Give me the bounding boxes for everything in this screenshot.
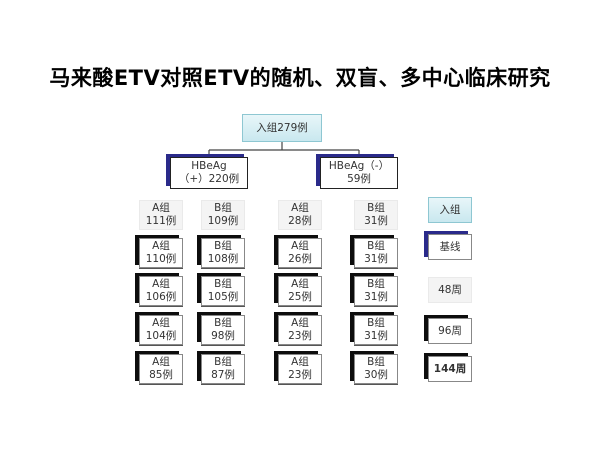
group-label: A组 (152, 317, 170, 329)
group-label: B组 (214, 202, 232, 214)
group-count: 104例 (145, 330, 177, 342)
group-count: 30例 (364, 369, 388, 381)
root-box: 入组279例 (242, 114, 322, 142)
group-count: 105例 (207, 291, 239, 303)
group-count: 106例 (145, 291, 177, 303)
page-title: 马来酸ETV对照ETV的随机、双盲、多中心临床研究 (49, 66, 551, 90)
group-label: B组 (214, 240, 232, 252)
group-label: A组 (291, 240, 309, 252)
group-count: 25例 (288, 291, 312, 303)
group-count: 108例 (207, 253, 239, 265)
group-count: 31例 (364, 253, 388, 265)
group-label: B组 (367, 202, 385, 214)
group-label: A组 (291, 202, 309, 214)
branch-count: （+）220例 (178, 173, 240, 185)
group-count: 98例 (211, 330, 235, 342)
legend-week-96: 96周 (428, 318, 472, 344)
branch-label: HBeAg（-） (328, 160, 390, 172)
group-count: 31例 (364, 291, 388, 303)
group-count: 23例 (288, 369, 312, 381)
branch-count: 59例 (347, 173, 371, 185)
group-label: A组 (152, 240, 170, 252)
group-label: A组 (152, 356, 170, 368)
group-count: 87例 (211, 369, 235, 381)
group-label: B组 (367, 240, 385, 252)
group-label: B组 (214, 278, 232, 290)
group-label: A组 (152, 202, 170, 214)
group-count: 31例 (364, 215, 388, 227)
branch-hbeag-negative: HBeAg（-） 59例 (320, 157, 398, 189)
group-label: B组 (367, 278, 385, 290)
group-count: 23例 (288, 330, 312, 342)
legend-week-48: 48周 (428, 277, 472, 303)
branch-label: HBeAg (191, 160, 227, 172)
group-count: 111例 (145, 215, 177, 227)
group-label: B组 (367, 317, 385, 329)
group-count: 110例 (145, 253, 177, 265)
group-count: 31例 (364, 330, 388, 342)
group-label: B组 (214, 356, 232, 368)
group-label: B组 (367, 356, 385, 368)
group-count: 28例 (288, 215, 312, 227)
group-label: A组 (152, 278, 170, 290)
group-count: 109例 (207, 215, 239, 227)
legend-baseline: 基线 (428, 234, 472, 260)
legend-week-144: 144周 (428, 356, 472, 382)
legend-enrollment: 入组 (428, 197, 472, 223)
group-label: A组 (291, 317, 309, 329)
group-label: A组 (291, 278, 309, 290)
branch-hbeag-positive: HBeAg （+）220例 (170, 157, 248, 189)
group-label: B组 (214, 317, 232, 329)
group-count: 26例 (288, 253, 312, 265)
group-count: 85例 (149, 369, 173, 381)
group-label: A组 (291, 356, 309, 368)
